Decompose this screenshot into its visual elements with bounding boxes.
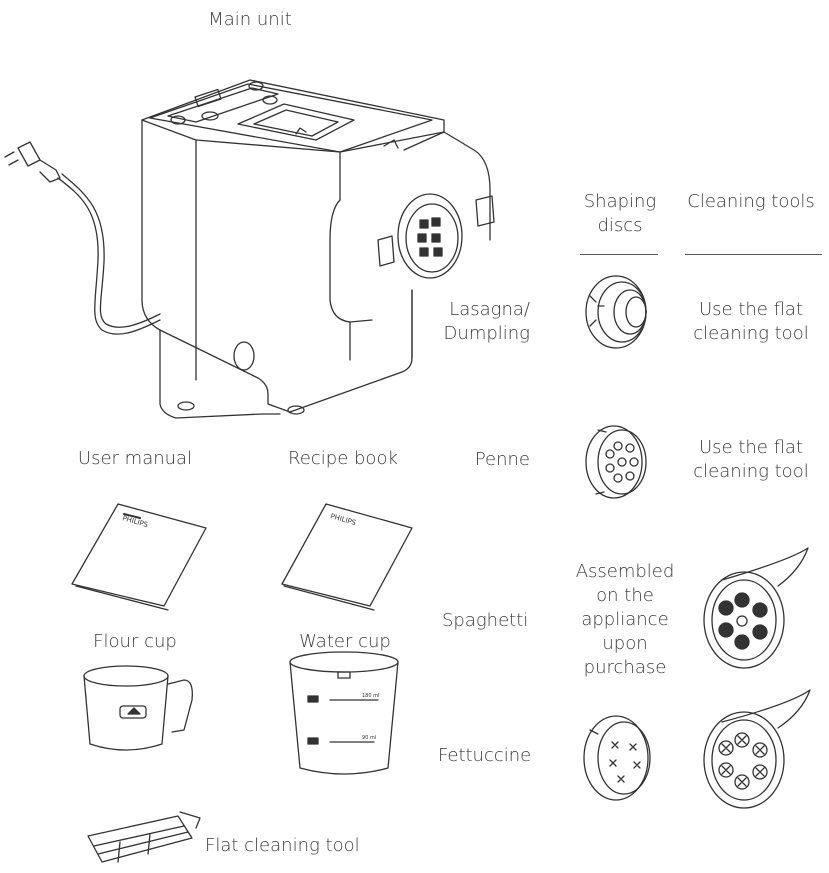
penne-disc-drawing [586, 426, 646, 498]
spaghetti-label: Spaghetti [442, 610, 529, 631]
spaghetti-disc-drawing [704, 548, 808, 668]
knob-icon [476, 196, 494, 226]
power-cord [58, 178, 160, 334]
manual-logo [124, 514, 140, 518]
fettuccine-disc-drawing [584, 716, 650, 800]
lasagna-cleaning-line1: Use the flat [698, 299, 804, 320]
shaping-discs-underline [580, 254, 658, 255]
recipe-book-label: Recipe book [288, 448, 398, 469]
water-cup-drawing: 180 ml 90 ml [290, 652, 398, 774]
display-icon [195, 90, 221, 107]
cleaning-tools-header: Cleaning tools [687, 191, 815, 212]
water-cup-mark-lower: 90 ml [362, 735, 376, 741]
shaping-discs-header-line2: discs [597, 215, 643, 236]
penne-cleaning-line1: Use the flat [698, 437, 804, 458]
power-plug-icon [5, 142, 60, 182]
water-cup-label: Water cup [299, 631, 391, 652]
button-icon [263, 96, 277, 104]
button-icon [202, 112, 218, 120]
water-cup-mark-upper: 180 ml [362, 693, 379, 699]
spaghetti-note-line5: purchase [583, 657, 667, 678]
spaghetti-note-line1: Assembled [575, 561, 675, 582]
book-logo-text: PHILIPS [329, 512, 357, 527]
knob-icon [378, 236, 394, 266]
flour-cup-label: Flour cup [93, 631, 177, 652]
cleaning-tools-underline [685, 254, 822, 255]
button-icon [171, 116, 185, 124]
shaping-discs-header-line1: Shaping [583, 191, 657, 212]
lasagna-label-line2: Dumpling [443, 323, 530, 344]
recipe-book-drawing: PHILIPS [282, 504, 412, 610]
fettuccine-label: Fettuccine [438, 745, 532, 766]
spaghetti-note-line4: upon [602, 633, 648, 654]
spaghetti-note-line2: on the [596, 585, 654, 606]
flour-cup-logo-icon [120, 706, 146, 718]
fettuccine-cleaning-tool-drawing [704, 690, 810, 808]
lasagna-label-line1: Lasagna/ [449, 299, 530, 320]
lasagna-disc-drawing [586, 276, 646, 348]
lid-window [238, 104, 354, 140]
spaghetti-note-line3: appliance [581, 609, 669, 630]
lasagna-cleaning-line2: cleaning tool [693, 323, 809, 344]
main-unit-label: Main unit [208, 9, 292, 30]
flat-cleaning-tool-label: Flat cleaning tool [205, 835, 360, 856]
user-manual-drawing: PHILIPS [72, 504, 206, 610]
penne-label: Penne [474, 449, 530, 470]
flat-cleaning-tool-drawing [88, 812, 200, 862]
main-unit-drawing [5, 80, 494, 418]
main-unit-body [142, 120, 412, 412]
user-manual-label: User manual [77, 448, 193, 469]
flour-cup-drawing [84, 666, 192, 750]
penne-cleaning-line2: cleaning tool [693, 461, 809, 482]
extrusion-head [398, 194, 462, 278]
control-panel [168, 88, 278, 122]
button-icon [249, 82, 263, 90]
